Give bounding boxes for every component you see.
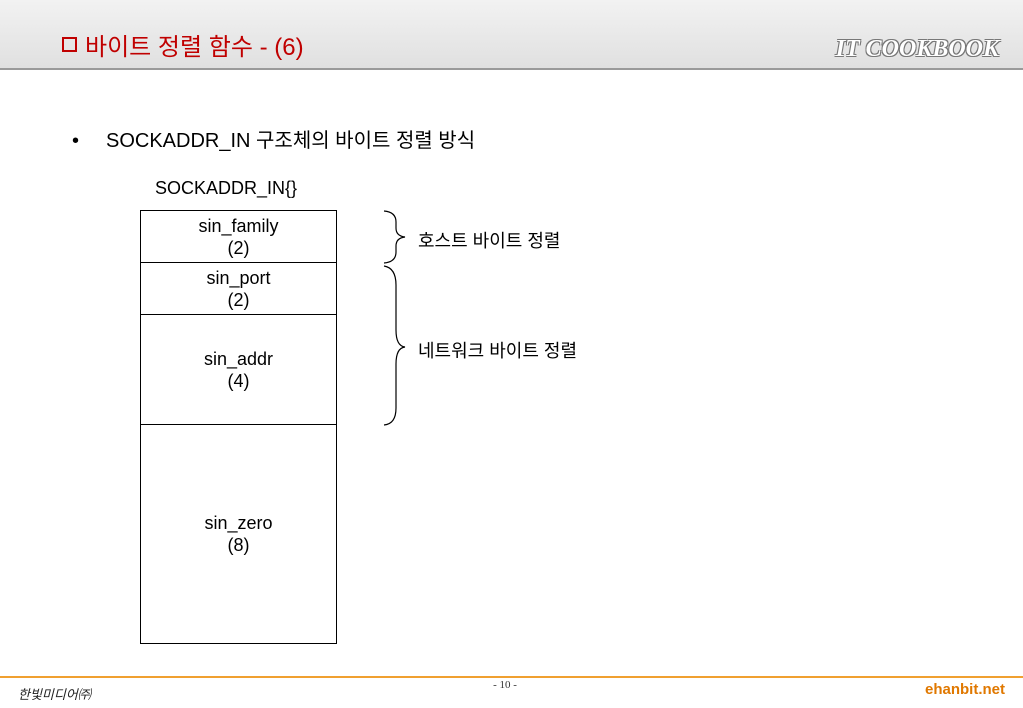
field-sin-port: sin_port (2) [140, 262, 337, 315]
struct-label: SOCKADDR_IN{} [155, 178, 298, 198]
field-name: sin_zero [204, 513, 273, 533]
field-name: sin_addr [203, 348, 274, 369]
field-size: (8) [227, 535, 250, 555]
field-size: (4) [227, 370, 250, 391]
field-size: (2) [227, 289, 250, 310]
footer-divider [0, 676, 1023, 678]
header-bar [0, 0, 1023, 68]
bullet-text: SOCKADDR_IN 구조체의 바이트 정렬 방식 [106, 130, 476, 152]
bullet-item: • SOCKADDR_IN 구조체의 바이트 정렬 방식 [72, 124, 475, 153]
brand-logo: IT COOKBOOK [835, 36, 999, 62]
publisher-name: 한빛미디어㈜ [18, 688, 91, 703]
slide-title-text: 바이트 정렬 함수 - (6) [85, 33, 304, 61]
bullet-dot: • [72, 130, 80, 152]
network-order-label: 네트워크 바이트 정렬 [418, 341, 578, 361]
host-order-brace [383, 210, 406, 264]
checkbox-bullet-icon [62, 36, 77, 52]
field-name: sin_port [206, 267, 271, 288]
header-divider [0, 68, 1023, 70]
host-order-label: 호스트 바이트 정렬 [418, 231, 561, 251]
slide-title: 바이트 정렬 함수 - (6) [62, 28, 304, 61]
field-name: sin_family [198, 215, 279, 236]
network-order-brace [383, 265, 406, 426]
site-link[interactable]: ehanbit.net [924, 681, 1005, 698]
field-size: (2) [227, 237, 250, 258]
page-number: - 10 - [493, 679, 517, 691]
field-sin-zero: sin_zero (8) [140, 424, 337, 644]
